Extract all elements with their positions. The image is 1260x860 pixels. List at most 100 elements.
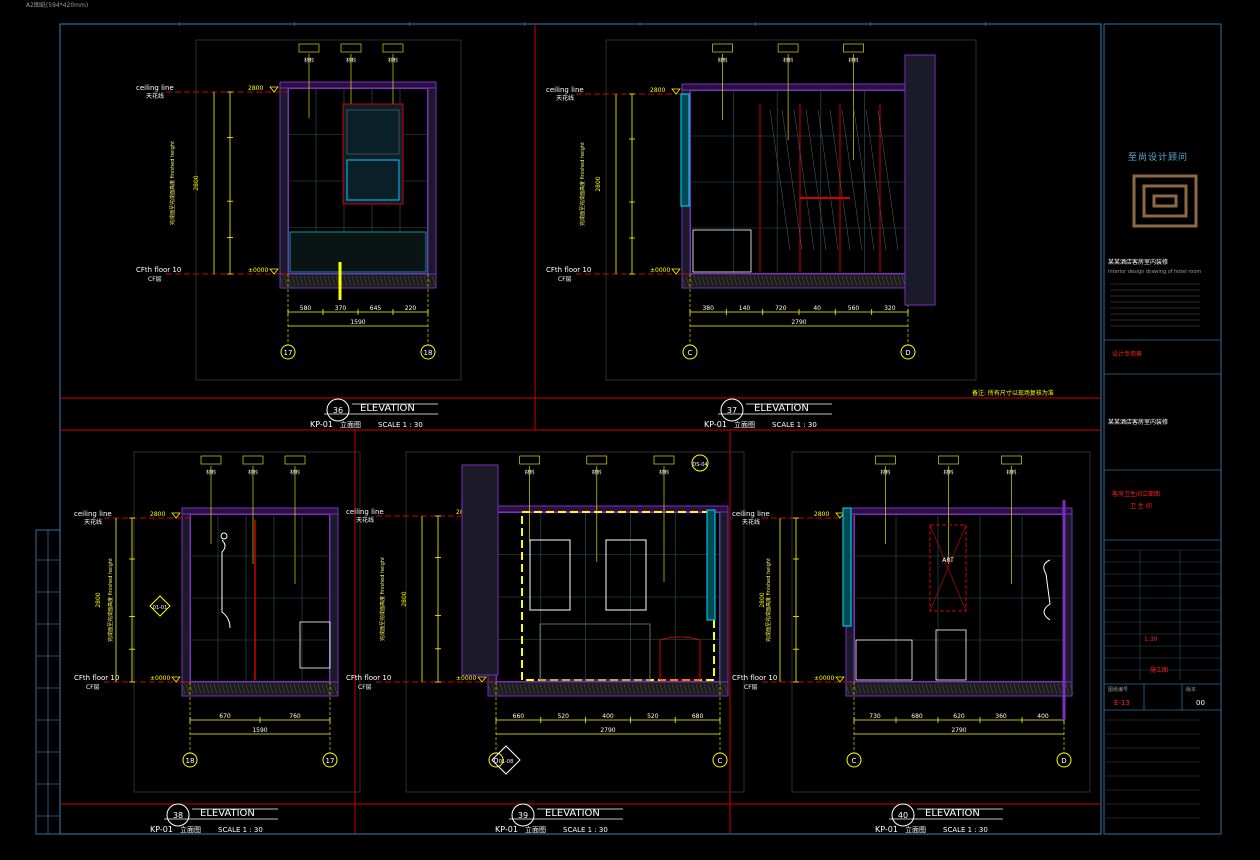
floor-hatch [531, 683, 536, 695]
floor-line-label: CFth floor 10 [136, 266, 181, 274]
elevation-title: ELEVATION [545, 808, 600, 819]
floor-hatch [849, 275, 854, 287]
dim-value: 760 [289, 713, 301, 720]
elevation-number: 36 [333, 406, 343, 415]
elevation-number: 39 [518, 811, 528, 820]
floor-hatch [1057, 683, 1062, 695]
material-tag [712, 43, 734, 53]
dim-total-value: 1590 [252, 727, 267, 734]
floor-hatch [857, 683, 862, 695]
floor-hatch [829, 275, 834, 287]
dim-total-text: 2800 [759, 592, 766, 607]
floor-hatch [555, 683, 560, 695]
axis-bubble-right [900, 344, 916, 360]
glass-reflection [793, 109, 815, 251]
floor-hatch [327, 275, 332, 287]
axis-label-right: D [905, 349, 910, 357]
material-tag [298, 43, 320, 53]
floor-hatch [711, 683, 716, 695]
floor-hatch [527, 683, 532, 695]
ceiling-level: 2800 [248, 85, 263, 92]
dim-value: 220 [405, 305, 417, 312]
floor-hatch [1001, 683, 1006, 695]
floor-hatch [237, 683, 242, 695]
floor-hatch [309, 683, 314, 695]
floor-hatch [961, 683, 966, 695]
dim-value: 580 [300, 305, 312, 312]
floor-hatch [213, 683, 218, 695]
dim-value: 645 [370, 305, 382, 312]
level-marker-icon [171, 676, 181, 683]
ceiling-slab [181, 507, 339, 515]
elevation-code: KP-01 [150, 825, 173, 834]
viewport-frame [791, 451, 1091, 793]
axis-label-right: C [718, 757, 723, 765]
right-wall [719, 511, 729, 683]
axis-label-left: C [852, 757, 857, 765]
floor-hatch [729, 275, 734, 287]
ceiling-line-label: ceiling line [546, 86, 584, 94]
dim-value: 360 [995, 713, 1007, 720]
floor-hatch [355, 275, 360, 287]
floor-hatch [559, 683, 564, 695]
floor-hatch [225, 683, 230, 695]
floor-hatch [773, 275, 778, 287]
floor-hatch [1021, 683, 1026, 695]
elevation-scale: SCALE 1 : 30 [563, 826, 608, 834]
finished-height-note: 完成面至完成面高度 finished height [107, 558, 114, 642]
bathtub-40 [855, 639, 913, 681]
mirror-panel [346, 109, 400, 155]
floor-hatch [721, 275, 726, 287]
floor-hatch [279, 275, 284, 287]
floor-level: ±0000 [814, 675, 834, 682]
floor-hatch [713, 275, 718, 287]
floor-hatch [491, 683, 496, 695]
floor-hatch [415, 275, 420, 287]
floor-hatch [1005, 683, 1010, 695]
dim-total-text: 2800 [95, 592, 102, 607]
floor-hatch [245, 683, 250, 695]
elevation-code-cn: 立面图 [905, 825, 926, 834]
oval-mirror-left [529, 539, 571, 611]
floor-hatch [285, 683, 290, 695]
floor-hatch [269, 683, 274, 695]
axis-label-right: 18 [424, 349, 433, 357]
dim-value: 660 [513, 713, 525, 720]
floor-hatch [675, 683, 680, 695]
floor-hatch [507, 683, 512, 695]
floor-hatch [801, 275, 806, 287]
floor-hatch [329, 683, 334, 695]
elevation-number-bubble [511, 803, 535, 827]
shower-head-icon [220, 532, 228, 540]
material-tag [777, 43, 799, 53]
project-name-en: Interior design drawing of hotel room [1108, 269, 1202, 275]
elevation-scale: SCALE 1 : 30 [772, 421, 817, 429]
floor-hatch [689, 275, 694, 287]
floor-hatch [229, 683, 234, 695]
toilet-40 [935, 629, 967, 681]
floor-hatch [693, 275, 698, 287]
material-tag [200, 455, 222, 465]
elevation-title: ELEVATION [754, 403, 809, 414]
dim-value: 670 [219, 713, 231, 720]
artwork-cross [929, 524, 967, 612]
ceiling-slab [279, 81, 437, 89]
floor-hatch [347, 275, 352, 287]
floor-hatch [291, 275, 296, 287]
floor-level: ±0000 [650, 267, 670, 274]
floor-level: ±0000 [150, 675, 170, 682]
level-marker-icon [671, 88, 681, 95]
floor-hatch [1017, 683, 1022, 695]
floor-hatch [655, 683, 660, 695]
viewport-frame [195, 39, 462, 381]
elevation-number: 40 [898, 811, 908, 820]
scale-cell: 1:30 [1144, 636, 1158, 643]
ds-bubble-label: DS-04 [692, 462, 707, 468]
floor-hatch [821, 275, 826, 287]
floor-hatch [785, 275, 790, 287]
floor-hatch [627, 683, 632, 695]
floor-hatch [547, 683, 552, 695]
floor-hatch [793, 275, 798, 287]
dim-value: 680 [911, 713, 923, 720]
